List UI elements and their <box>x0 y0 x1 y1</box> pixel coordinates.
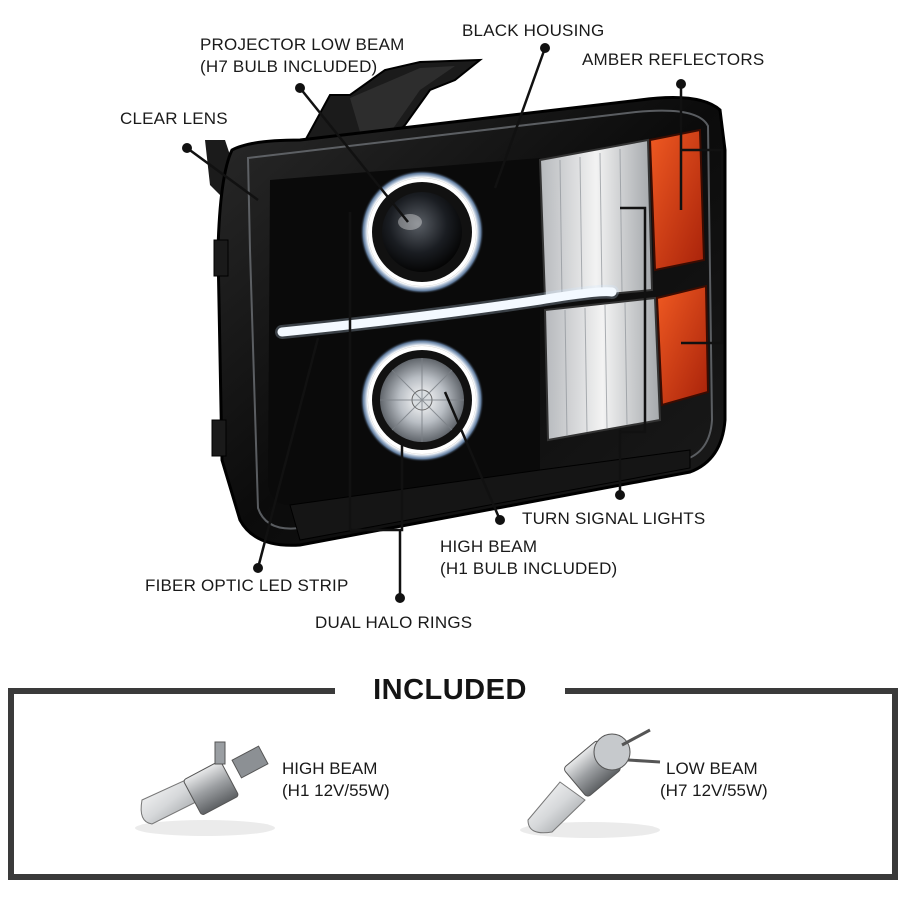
callout-black-housing-text: BLACK HOUSING <box>462 21 605 40</box>
callout-amber-reflectors-text: AMBER REFLECTORS <box>582 50 765 69</box>
low-beam-bulb-name: LOW BEAM <box>666 759 758 778</box>
included-title: INCLUDED <box>335 670 565 710</box>
callout-turn-signal-lights-text: TURN SIGNAL LIGHTS <box>522 509 706 528</box>
callout-dual-halo-rings-text: DUAL HALO RINGS <box>315 613 473 632</box>
callout-black-housing: BLACK HOUSING <box>462 20 604 42</box>
callout-clear-lens-text: CLEAR LENS <box>120 109 228 128</box>
callout-turn-signal-lights: TURN SIGNAL LIGHTS <box>522 508 705 530</box>
high-beam-bulb-label: HIGH BEAM (H1 12V/55W) <box>282 758 390 802</box>
h7-bulb-icon <box>520 728 661 838</box>
low-beam-bulb-spec: (H7 12V/55W) <box>660 781 768 800</box>
high-beam-bulb-spec: (H1 12V/55W) <box>282 781 390 800</box>
callout-fiber-optic-led-strip: FIBER OPTIC LED STRIP <box>145 575 349 597</box>
callout-amber-reflectors: AMBER REFLECTORS <box>582 49 764 71</box>
h1-bulb-icon <box>135 741 275 836</box>
leader-lines <box>186 47 724 598</box>
callout-high-beam: HIGH BEAM (H1 BULB INCLUDED) <box>440 536 617 580</box>
callout-projector-low-beam-line2: (H7 BULB INCLUDED) <box>200 57 378 76</box>
callout-high-beam-line2: (H1 BULB INCLUDED) <box>440 559 618 578</box>
callout-clear-lens: CLEAR LENS <box>120 108 228 130</box>
callout-projector-low-beam: PROJECTOR LOW BEAM (H7 BULB INCLUDED) <box>200 34 404 78</box>
high-beam-reflector <box>360 338 484 462</box>
callout-fiber-optic-led-strip-text: FIBER OPTIC LED STRIP <box>145 576 349 595</box>
callout-dual-halo-rings: DUAL HALO RINGS <box>315 612 472 634</box>
high-beam-bulb-name: HIGH BEAM <box>282 759 378 778</box>
amber-reflectors <box>648 128 710 407</box>
callout-high-beam-line1: HIGH BEAM <box>440 537 538 556</box>
projector-low-beam <box>360 170 484 294</box>
turn-signal-reflectors <box>538 138 662 442</box>
callout-projector-low-beam-line1: PROJECTOR LOW BEAM <box>200 35 405 54</box>
leader-dots <box>182 43 686 603</box>
low-beam-bulb-label: LOW BEAM (H7 12V/55W) <box>660 758 768 802</box>
fiber-optic-strip <box>277 287 617 337</box>
